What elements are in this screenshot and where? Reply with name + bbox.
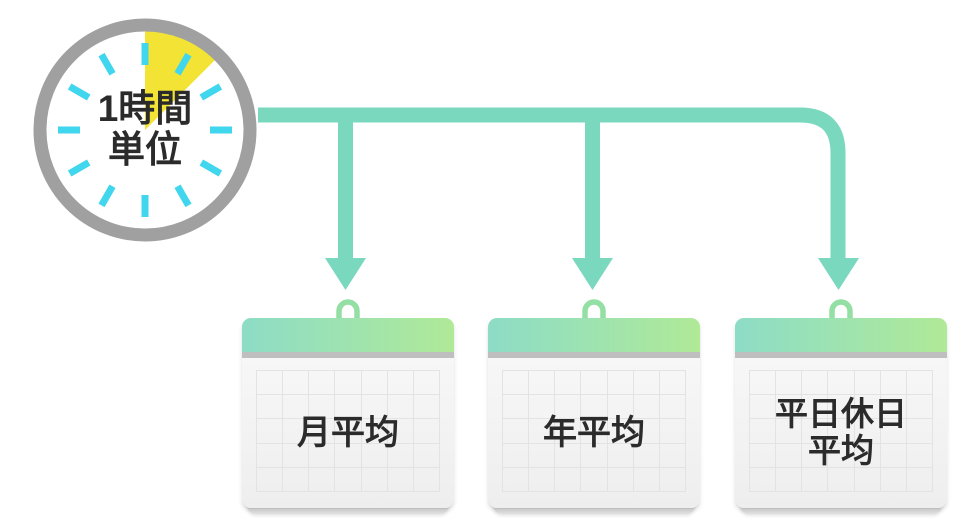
calendar-label-line: 平日休日 <box>775 395 907 433</box>
arrowhead-monthly <box>325 258 366 290</box>
calendar-label-line: 平均 <box>808 432 874 469</box>
connector-arrowheads <box>325 258 859 290</box>
calendar-body-weekday-holiday: 平日休日 平均 <box>735 318 947 508</box>
calendar-page <box>735 358 947 508</box>
calendar-page <box>488 358 700 508</box>
clock-face-graphic <box>33 18 257 242</box>
calendar-label-monthly: 月平均 <box>242 358 454 508</box>
calendar-ring-icon <box>829 299 853 326</box>
connector-trunk <box>258 107 846 262</box>
calendar-header-divider <box>488 352 700 358</box>
calendar-label-weekday-holiday: 平日休日 平均 <box>735 358 947 508</box>
calendar-grid <box>502 370 686 492</box>
arrowhead-yearly <box>572 258 613 290</box>
calendar-body-yearly: 年平均 <box>488 318 700 508</box>
calendar-body-monthly: 月平均 <box>242 318 454 508</box>
calendar-ring-icon <box>582 299 606 326</box>
calendar-label-yearly: 年平均 <box>488 358 700 508</box>
calendar-header-bar <box>488 318 700 352</box>
clock-rim <box>33 18 257 242</box>
calendar-grid <box>256 370 440 492</box>
calendar-card-weekday-holiday-average[interactable]: 平日休日 平均 <box>735 299 947 516</box>
calendar-card-monthly-average[interactable]: 月平均 <box>242 299 454 516</box>
calendar-header-bar <box>735 318 947 352</box>
calendar-label-line: 月平均 <box>297 413 399 452</box>
calendar-grid <box>749 370 933 492</box>
calendar-page <box>242 358 454 508</box>
calendar-header-divider <box>735 352 947 358</box>
arrowhead-weekday-holiday <box>818 258 859 290</box>
calendar-ring-icon <box>336 299 360 326</box>
calendar-label-line: 年平均 <box>543 413 645 452</box>
calendar-header-bar <box>242 318 454 352</box>
clock-elapsed-wedge <box>145 25 220 130</box>
calendar-card-yearly-average[interactable]: 年平均 <box>488 299 700 516</box>
calendar-header-divider <box>242 352 454 358</box>
clock-tick-marks <box>58 43 232 217</box>
